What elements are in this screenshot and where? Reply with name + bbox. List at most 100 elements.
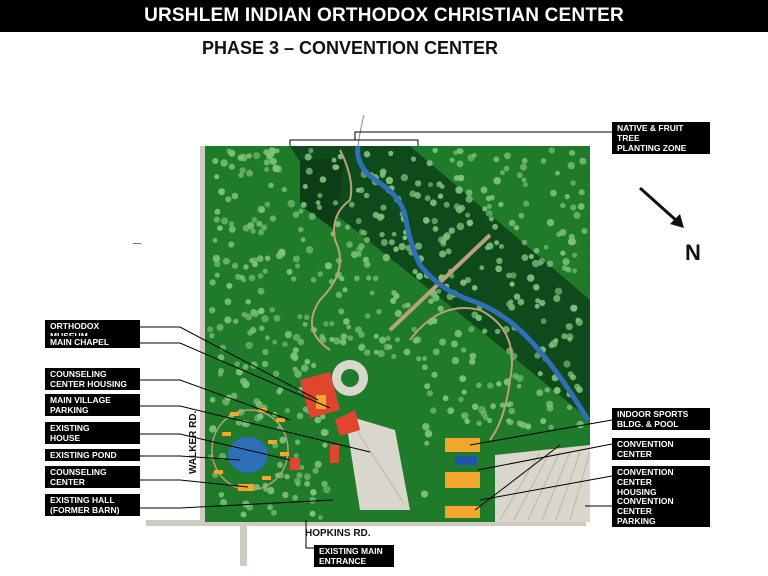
tree	[264, 201, 271, 208]
tree	[373, 333, 379, 339]
tree	[521, 239, 528, 246]
tree	[388, 150, 394, 156]
tree	[402, 235, 408, 241]
tree	[272, 370, 280, 378]
tree	[310, 277, 317, 283]
tree	[565, 323, 573, 331]
label-main-entrance: EXISTING MAIN ENTRANCE	[314, 545, 394, 567]
tree	[475, 314, 482, 321]
tree	[230, 392, 238, 400]
tree	[508, 303, 516, 311]
tree	[361, 230, 368, 236]
tree	[578, 189, 585, 196]
tree	[346, 241, 353, 248]
tree	[414, 242, 423, 250]
tree	[265, 335, 270, 341]
tree	[279, 436, 287, 444]
cottage	[230, 412, 239, 416]
tree	[334, 221, 341, 228]
convention-center-building	[445, 472, 480, 488]
tree	[520, 163, 527, 171]
tree	[566, 333, 574, 341]
tree	[263, 486, 269, 492]
tree	[319, 176, 327, 183]
tree	[516, 172, 523, 179]
tree	[320, 428, 328, 437]
tree	[438, 236, 445, 244]
tree	[422, 423, 430, 431]
river	[355, 145, 591, 422]
tree	[398, 243, 406, 251]
tree	[228, 149, 236, 157]
tree	[567, 161, 575, 170]
pond	[228, 437, 268, 473]
trail-east	[409, 307, 513, 441]
tree	[424, 383, 431, 390]
tree	[351, 251, 359, 259]
tree	[471, 285, 478, 291]
tree	[298, 208, 304, 214]
walker-road	[200, 146, 206, 524]
tree	[364, 236, 370, 243]
tree	[518, 212, 525, 219]
tree	[573, 211, 581, 219]
tree	[238, 172, 244, 178]
tree	[324, 262, 332, 270]
tree	[323, 485, 331, 494]
tree	[379, 168, 387, 176]
tree	[225, 196, 232, 203]
tree	[567, 238, 576, 246]
tree	[388, 239, 395, 246]
parking-row	[555, 451, 581, 521]
tree	[242, 364, 249, 370]
label-counseling-housing: COUNSELING CENTER HOUSING	[45, 368, 140, 390]
tree	[214, 174, 220, 180]
tree	[403, 348, 411, 356]
tree	[309, 496, 316, 504]
tree	[264, 255, 271, 262]
cottage	[214, 470, 223, 474]
tree	[437, 193, 444, 199]
tree	[261, 360, 269, 368]
tree	[296, 472, 303, 479]
tree	[430, 199, 437, 207]
tree	[516, 374, 524, 382]
tree	[400, 173, 409, 182]
tree	[262, 268, 268, 274]
tree	[378, 336, 387, 344]
tree	[490, 403, 496, 410]
tree	[428, 182, 433, 188]
tree	[507, 419, 514, 426]
tree	[292, 494, 299, 501]
tree	[456, 160, 464, 168]
tree	[509, 281, 515, 287]
tree	[420, 490, 429, 498]
tree	[493, 156, 500, 163]
tree	[513, 225, 520, 231]
tree	[581, 228, 588, 234]
tree	[393, 292, 400, 300]
tree	[373, 349, 379, 355]
tree	[222, 257, 230, 265]
tree	[209, 279, 216, 286]
tree	[504, 152, 511, 160]
tree	[546, 260, 554, 268]
tree	[494, 240, 499, 246]
tree	[366, 275, 372, 281]
tree	[282, 491, 289, 499]
tree	[362, 256, 369, 263]
label-native-trees: NATIVE & FRUIT TREE PLANTING ZONE	[612, 122, 710, 154]
tree	[245, 299, 251, 305]
tree	[276, 461, 284, 468]
tree	[430, 407, 437, 414]
tree	[513, 293, 521, 300]
tree	[461, 412, 469, 420]
tree	[546, 218, 555, 227]
tree	[443, 201, 450, 208]
tree	[391, 231, 397, 237]
tree	[432, 147, 438, 154]
tree	[209, 397, 216, 403]
tree	[284, 408, 290, 414]
tree	[272, 339, 278, 345]
tree	[508, 219, 516, 227]
